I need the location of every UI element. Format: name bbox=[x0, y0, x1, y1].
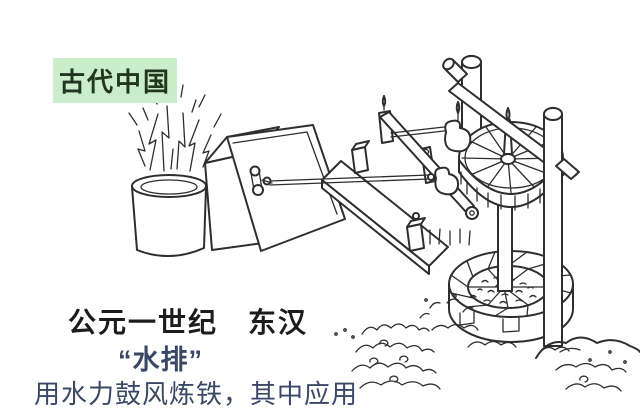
river-bank bbox=[535, 336, 640, 359]
era-badge: 古代中国 bbox=[53, 58, 177, 103]
era-badge-label: 古代中国 bbox=[58, 67, 171, 97]
vertical-shaft bbox=[497, 195, 513, 292]
driving-wheel-icon bbox=[458, 107, 564, 211]
period-caption: 公元一世纪 东汉 bbox=[68, 307, 309, 338]
water-splashes bbox=[334, 294, 627, 392]
water-wheel-icon bbox=[448, 250, 574, 343]
bellows-icon bbox=[204, 124, 346, 252]
invention-name-caption: “水排” bbox=[118, 345, 203, 375]
furnace-icon bbox=[131, 174, 207, 258]
rocker-lever bbox=[379, 101, 479, 246]
support-post-right bbox=[543, 106, 580, 347]
connecting-rod bbox=[269, 173, 435, 186]
description-caption: 用水力鼓风炼铁，其中应用 bbox=[34, 379, 359, 408]
